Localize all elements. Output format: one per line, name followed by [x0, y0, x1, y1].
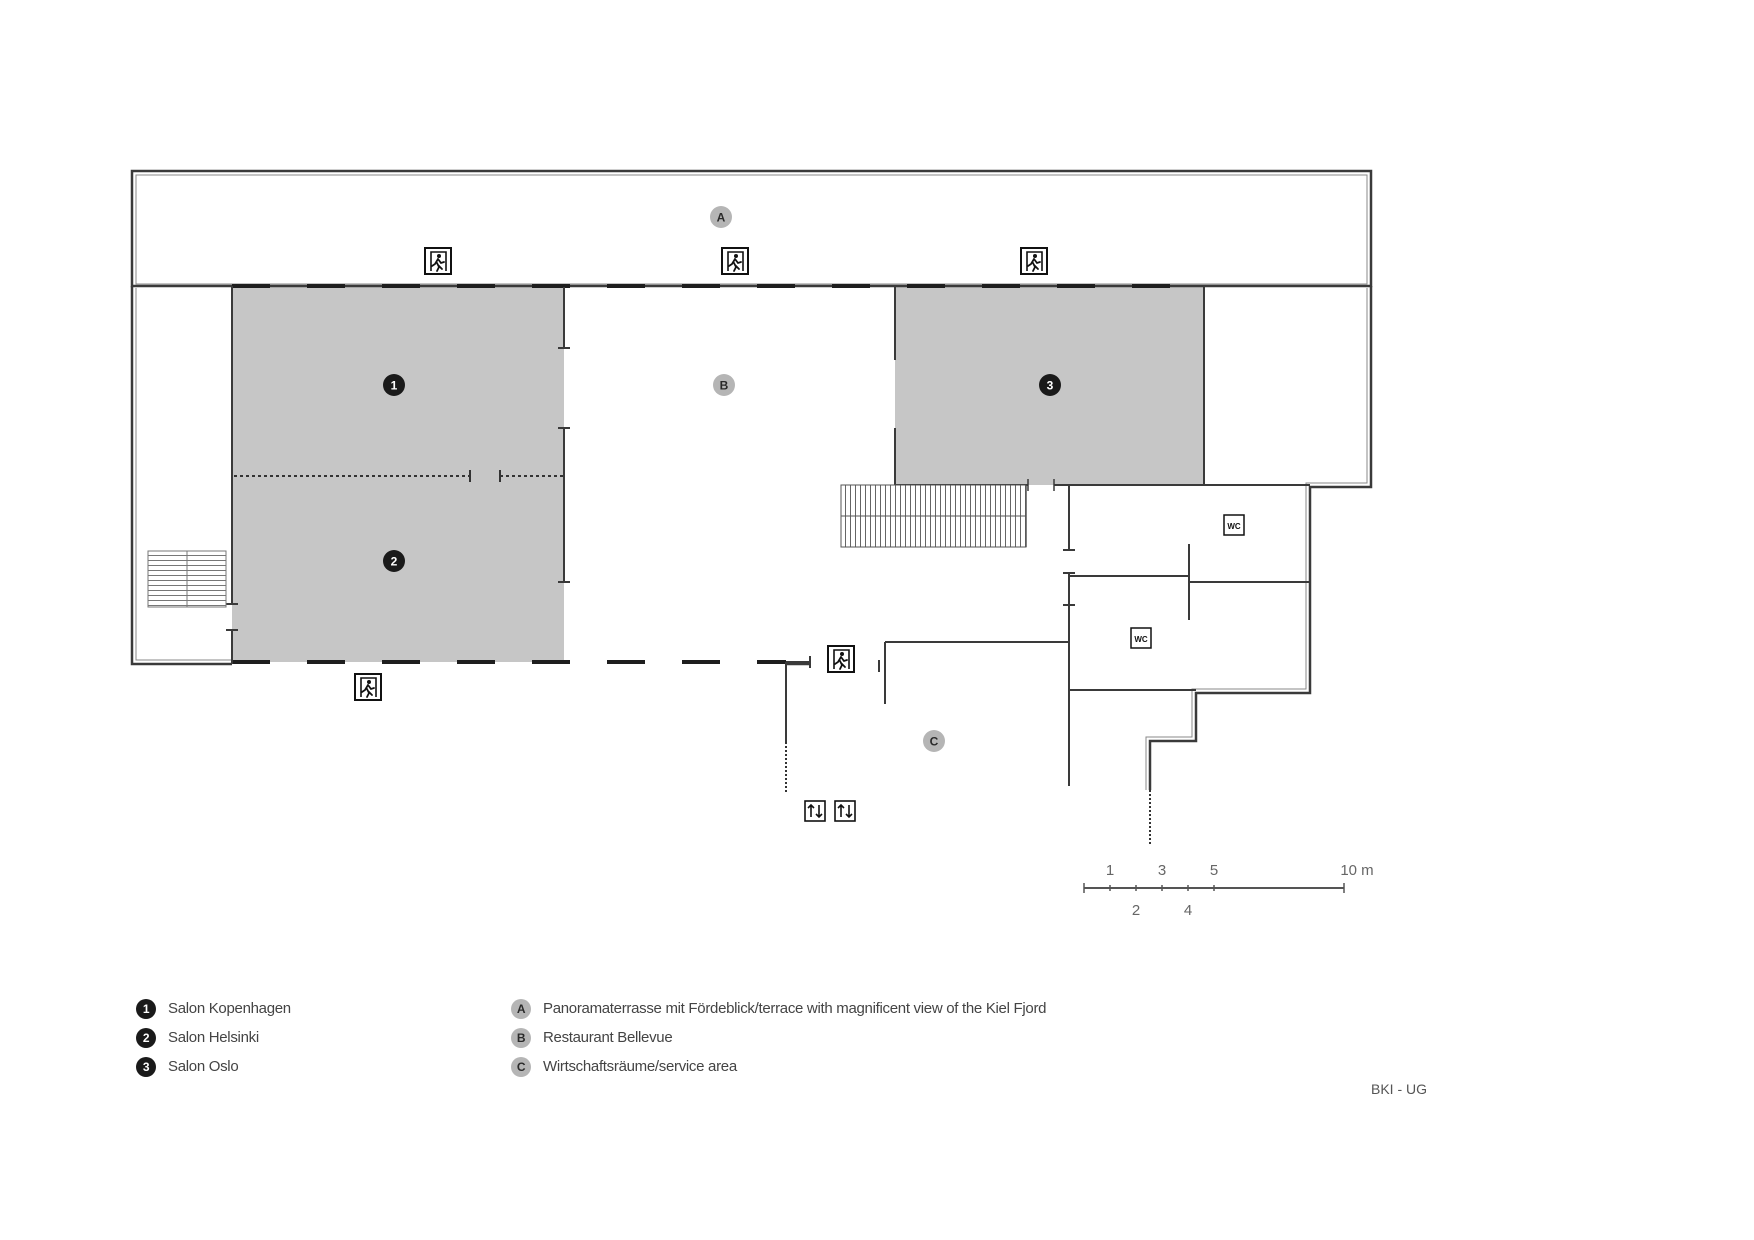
scale-tick-label: 2	[1132, 902, 1140, 919]
legend-label: Salon Helsinki	[168, 1029, 259, 1046]
legend-label: Salon Kopenhagen	[168, 1000, 291, 1017]
legend-label: Salon Oslo	[168, 1058, 239, 1075]
svg-text:WC: WC	[1134, 635, 1148, 644]
elevator-icon	[834, 800, 856, 822]
terrace-outline	[130, 169, 1373, 288]
svg-text:B: B	[720, 379, 729, 393]
legend-label: Panoramaterrasse mit Fördeblick/terrace …	[543, 1000, 1047, 1017]
scale-tick-label: 4	[1184, 902, 1192, 919]
legend-marker: 1	[136, 999, 156, 1019]
legend-marker: B	[511, 1028, 531, 1048]
emergency-exit-icon	[1020, 247, 1048, 275]
scale-bar: 1 3 5 10 m 2 4	[1083, 862, 1374, 919]
legend-areas: A Panoramaterrasse mit Fördeblick/terrac…	[511, 998, 1231, 1088]
scale-tick-label: 10 m	[1340, 862, 1373, 879]
plan-code: BKI - UG	[1371, 1081, 1428, 1097]
wc-sign-lower: WC	[1130, 627, 1152, 649]
emergency-exit-icon	[354, 673, 382, 701]
marker-terrace: A	[710, 206, 732, 228]
building-outline	[130, 286, 1373, 790]
emergency-exit-icon	[827, 645, 855, 673]
marker-salon-kopenhagen: 1	[383, 374, 405, 396]
legend-marker: C	[511, 1057, 531, 1077]
legend-label: Restaurant Bellevue	[543, 1029, 673, 1046]
legend-label: Wirtschaftsräume/service area	[543, 1058, 737, 1075]
legend-marker: A	[511, 999, 531, 1019]
emergency-exit-icon	[424, 247, 452, 275]
legend-marker: 3	[136, 1057, 156, 1077]
legend-rooms: 1 Salon Kopenhagen 2 Salon Helsinki 3 Sa…	[136, 998, 466, 1088]
svg-text:1: 1	[391, 379, 398, 393]
svg-text:WC: WC	[1227, 522, 1241, 531]
scale-tick-label: 3	[1158, 862, 1166, 879]
marker-salon-oslo: 3	[1039, 374, 1061, 396]
elevator-icon	[804, 800, 826, 822]
marker-restaurant: B	[713, 374, 735, 396]
legend-marker: 2	[136, 1028, 156, 1048]
scale-tick-label: 5	[1210, 862, 1218, 879]
svg-text:C: C	[930, 735, 939, 749]
svg-text:2: 2	[391, 555, 398, 569]
scale-tick-label: 1	[1106, 862, 1114, 879]
svg-text:A: A	[717, 211, 726, 225]
svg-text:3: 3	[1047, 379, 1054, 393]
emergency-exit-icon	[721, 247, 749, 275]
marker-salon-helsinki: 2	[383, 550, 405, 572]
wc-sign-upper: WC	[1223, 514, 1245, 536]
marker-service: C	[923, 730, 945, 752]
